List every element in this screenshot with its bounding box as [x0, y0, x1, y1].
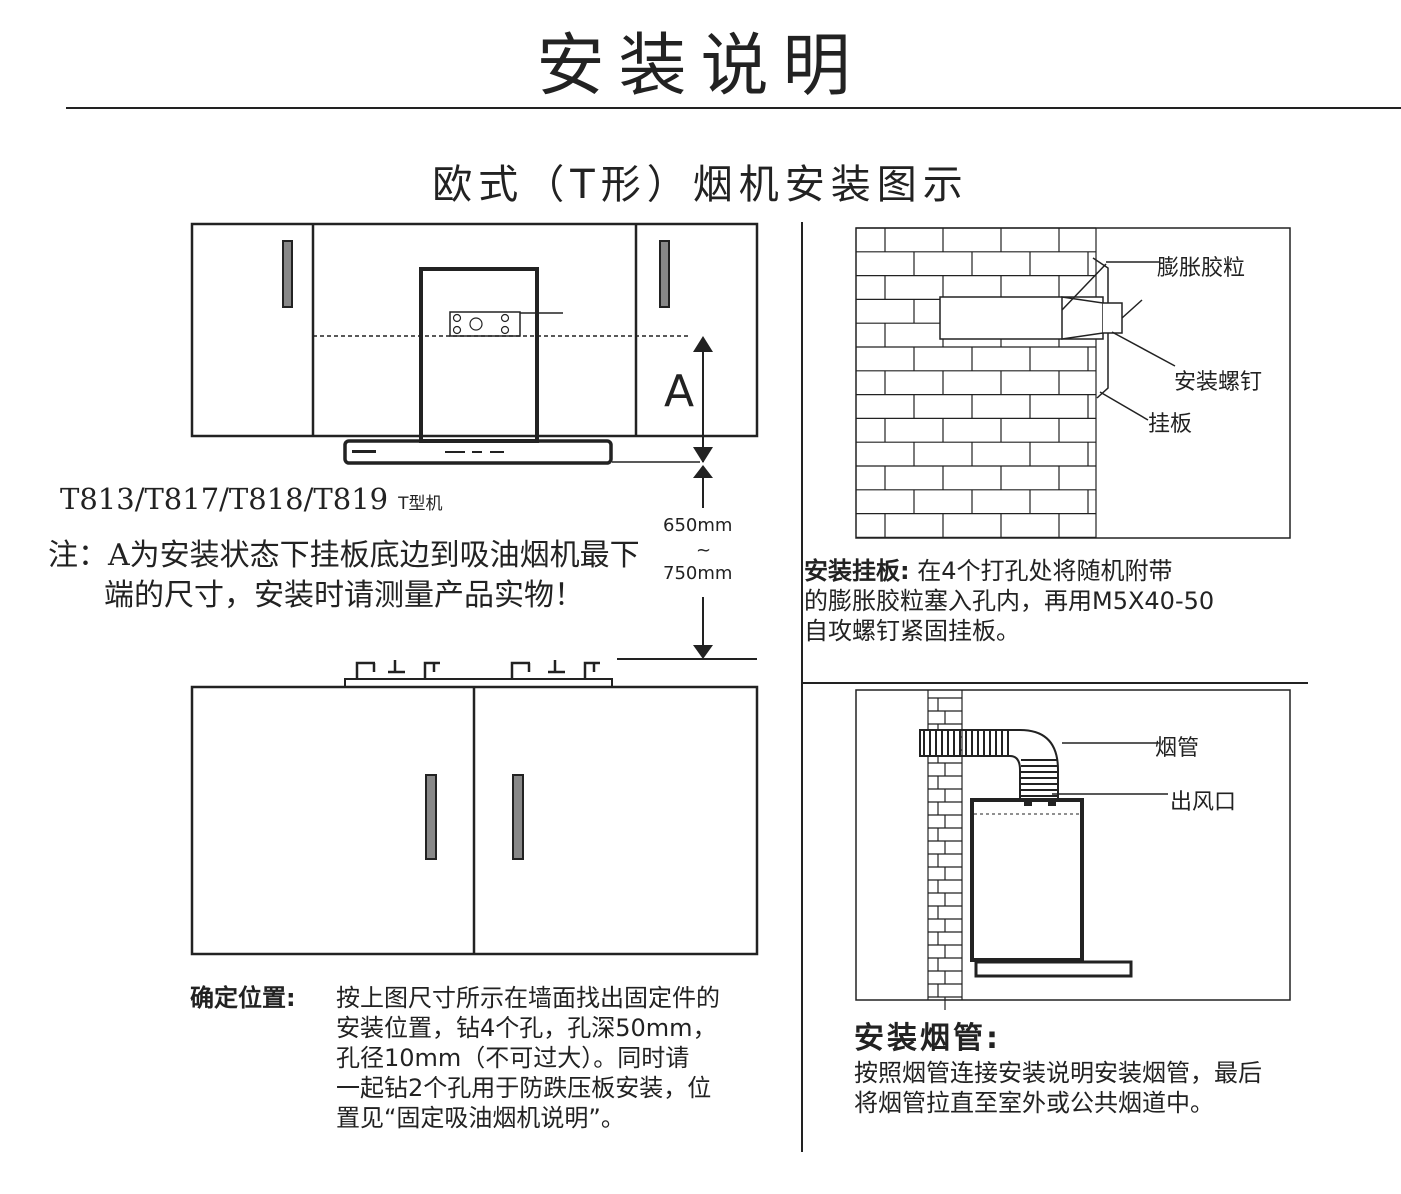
- step-position-line: 安装位置，钻4个孔，孔深50mm，: [336, 1014, 717, 1042]
- step-bracket-line: 的膨胀胶粒塞入孔内，再用M5X40-50: [804, 587, 1215, 615]
- step-duct-heading: 安装烟管:: [854, 1021, 1001, 1056]
- step-bracket-line: 自攻螺钉紧固挂板。: [804, 617, 1020, 645]
- step-position-heading: 确定位置:: [190, 984, 296, 1012]
- upper-cabinet-outline: [190, 222, 759, 438]
- plate-label: 挂板: [1148, 412, 1193, 437]
- step-bracket-heading: 安装挂板:: [804, 557, 910, 585]
- model-numbers: T813/T817/T818/T819: [60, 482, 389, 516]
- step-bracket-line: 在4个打孔处将随机附带: [917, 557, 1173, 585]
- title-divider: [66, 107, 1401, 109]
- stove: [344, 678, 613, 688]
- step-bracket: 安装挂板: 在4个打孔处将随机附带 的膨胀胶粒塞入孔内，再用M5X40-50 自…: [804, 556, 1364, 646]
- step-position-body: 按上图尺寸所示在墙面找出固定件的 安装位置，钻4个孔，孔深50mm， 孔径10m…: [336, 983, 796, 1133]
- step-duct-line: 将烟管拉直至室外或公共烟道中。: [854, 1089, 1214, 1117]
- step-duct: 安装烟管: 按照烟管连接安装说明安装烟管，最后 将烟管拉直至室外或公共烟道中。: [854, 1020, 1394, 1118]
- distance-max-label: 750mm: [663, 563, 733, 584]
- note-line-2: 端的尺寸，安装时请测量产品实物！: [104, 578, 584, 613]
- step-duct-line: 按照烟管连接安装说明安装烟管，最后: [854, 1059, 1262, 1087]
- anchor-label: 膨胀胶粒: [1157, 256, 1246, 281]
- model-list: T813/T817/T818/T819 T型机: [60, 482, 442, 516]
- note-line-1: 注：A为安装状态下挂板底边到吸油烟机最下: [48, 538, 640, 573]
- center-divider: [801, 222, 803, 1152]
- step-position-line: 按上图尺寸所示在墙面找出固定件的: [336, 984, 720, 1012]
- model-type: T型机: [398, 494, 443, 514]
- screw-label: 安装螺钉: [1174, 370, 1263, 395]
- step-position-line: 孔径10mm（不可过大）。同时请: [336, 1044, 690, 1072]
- dimension-a-label: A: [664, 366, 695, 417]
- duct-label: 烟管: [1155, 736, 1200, 761]
- install-note: 注：A为安装状态下挂板底边到吸油烟机最下 端的尺寸，安装时请测量产品实物！: [48, 536, 640, 616]
- page-title: 安装说明: [536, 27, 865, 106]
- step-position-line: 置见“固定吸油烟机说明”。: [336, 1104, 625, 1132]
- outlet-label: 出风口: [1170, 790, 1237, 815]
- distance-min-label: 650mm: [663, 515, 733, 536]
- right-section-divider: [803, 682, 1308, 684]
- step-position-line: 一起钻2个孔用于防跌压板安装，位: [336, 1074, 712, 1102]
- hood-body: [343, 439, 613, 465]
- distance-separator: ~: [696, 540, 712, 561]
- page-subtitle: 欧式（T形）烟机安装图示: [432, 162, 969, 208]
- cabinet-handles: [282, 240, 670, 860]
